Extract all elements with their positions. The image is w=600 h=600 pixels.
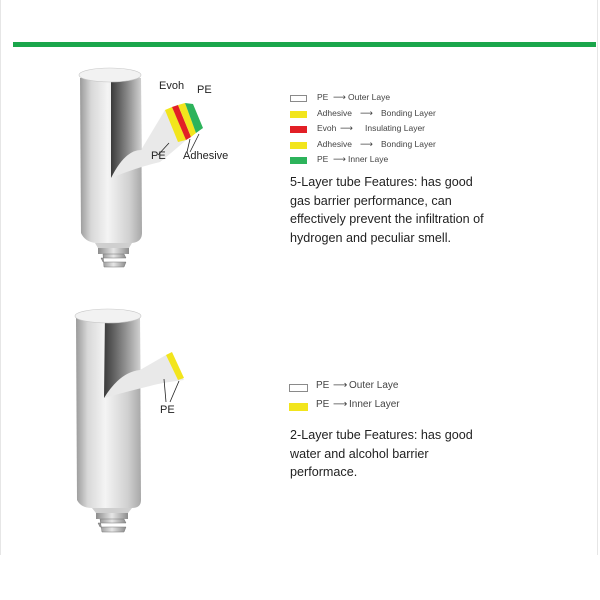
legend-row: PE ⟶ Outer Laye: [289, 379, 489, 398]
legend-swatch: [289, 403, 308, 411]
feature-line: performace.: [290, 465, 358, 479]
tube-opening-rim: [78, 67, 142, 83]
feature-line: hydrogen and peculiar smell.: [290, 230, 452, 245]
legend-material: Evoh: [317, 123, 337, 134]
two-layer-legend: PE ⟶ Outer Laye PE ⟶ Inner Layer: [289, 379, 489, 417]
feature-line: water and alcohol barrier: [290, 446, 429, 461]
tube-cap-thread: [100, 253, 127, 268]
callout-label-pe: PE: [160, 404, 175, 416]
legend-row: Adhesive ⟶ Bonding Layer: [290, 107, 490, 123]
layer-stripe-yellow: [166, 352, 184, 380]
legend-material: PE: [317, 154, 329, 165]
arrow-icon: ⟶: [360, 107, 373, 118]
legend-row: PE ⟶ Inner Layer: [289, 398, 489, 417]
arrow-icon: ⟶: [333, 92, 346, 102]
two-layer-tube: [74, 308, 184, 533]
arrow-icon: ⟶: [360, 138, 373, 149]
tube-opening-rim: [74, 308, 142, 324]
arrow-icon: ⟶: [333, 380, 348, 391]
callout-line: [189, 133, 200, 153]
layer-stripe-yellow-outer: [165, 107, 186, 142]
feature-line: 5-Layer tube Features: has good: [290, 175, 473, 189]
tube-shoulder: [92, 508, 132, 513]
legend-material: Adhesive: [317, 107, 352, 118]
arrow-icon: ⟶: [333, 154, 346, 165]
legend-row: Adhesive ⟶ Bonding Layer: [290, 138, 490, 154]
five-layer-feature-text: 5-Layer tube Features: has good gas barr…: [290, 173, 530, 247]
legend-swatch: [290, 110, 307, 118]
callout-label-adhesive: Adhesive: [183, 150, 229, 162]
callout-line: [163, 378, 167, 403]
legend-role: Outer Laye: [348, 92, 391, 102]
two-layer-feature-text: 2-Layer tube Features: has good water an…: [290, 426, 530, 482]
legend-material: Adhesive: [317, 138, 352, 149]
tube-shoulder: [95, 243, 132, 248]
tube-cap-thread: [97, 518, 127, 533]
layer-stripe-green: [185, 103, 203, 133]
right-edge-line: [597, 0, 598, 555]
legend-row: PE ⟶ Outer Laye: [290, 91, 490, 107]
legend-role: Inner Layer: [349, 399, 400, 410]
tube-neck: [98, 248, 129, 254]
legend-material: PE: [316, 380, 330, 391]
left-edge-line: [0, 0, 1, 555]
legend-swatch: [290, 141, 307, 149]
legend-role: Outer Laye: [349, 380, 399, 391]
five-layer-legend: PE ⟶ Outer Laye Adhesive ⟶ Bonding Layer…: [290, 91, 490, 169]
arrow-icon: ⟶: [333, 399, 348, 410]
top-accent-bar: [13, 42, 596, 47]
callout-line: [169, 380, 180, 403]
legend-swatch: [290, 126, 307, 134]
feature-line: effectively prevent the infiltration of: [290, 212, 484, 226]
five-layer-tube: [78, 67, 203, 268]
callout-label-pe-left: PE: [151, 150, 166, 162]
feature-line: gas barrier performance, can: [290, 193, 452, 208]
tube-neck: [96, 513, 128, 519]
legend-swatch: [290, 157, 307, 165]
legend-role: Insulating Layer: [365, 123, 426, 134]
callout-line: [157, 142, 170, 156]
legend-role: Inner Laye: [348, 154, 389, 165]
legend-row: Evoh ⟶ Insulating Layer: [290, 122, 490, 138]
layer-stripe-red: [172, 105, 191, 140]
legend-role: Bonding Layer: [381, 107, 436, 118]
legend-material: PE: [317, 92, 329, 102]
legend-material: PE: [316, 399, 330, 410]
arrow-icon: ⟶: [340, 123, 353, 134]
legend-role: Bonding Layer: [381, 138, 436, 149]
tube-peel-flap: [104, 355, 184, 398]
feature-line: 2-Layer tube Features: has good: [290, 428, 473, 442]
callout-label-evoh: Evoh: [159, 80, 185, 92]
layer-stripe-yellow-inner: [178, 103, 196, 137]
legend-swatch: [290, 95, 307, 102]
legend-swatch: [289, 384, 308, 392]
legend-row: PE ⟶ Inner Laye: [290, 153, 490, 169]
callout-label-pe-top: PE: [197, 84, 212, 96]
callout-line: [186, 138, 191, 153]
